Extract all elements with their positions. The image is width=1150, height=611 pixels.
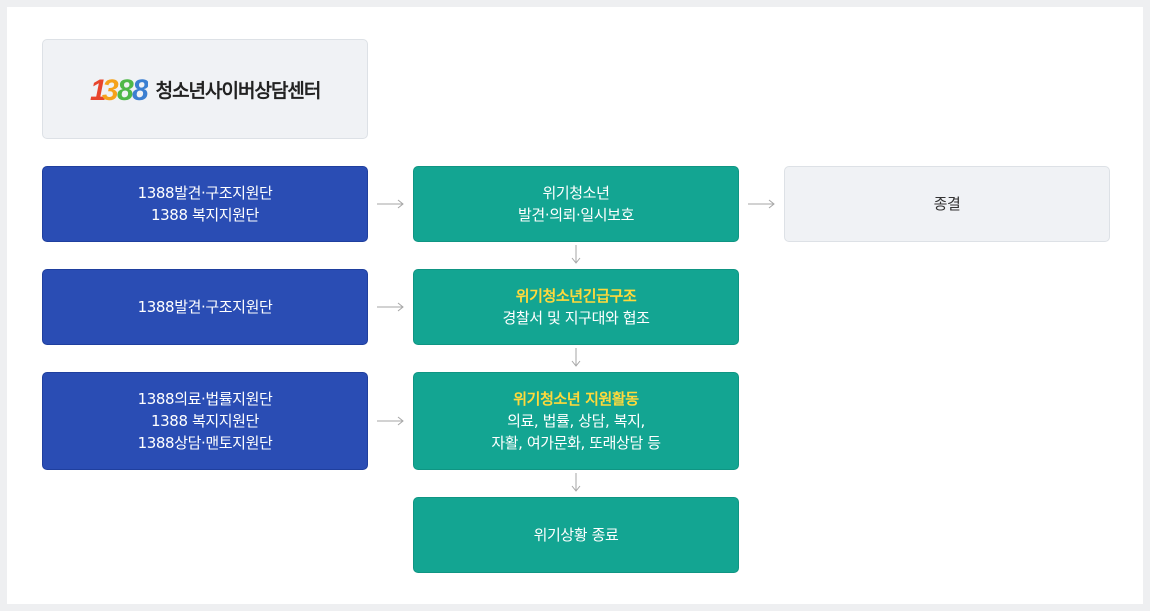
logo-1388-icon: 1 3 8 8 bbox=[90, 74, 148, 106]
arrow-down-icon bbox=[571, 473, 581, 492]
arrow-right-icon bbox=[748, 199, 775, 209]
center-box-3-line-1: 의료, 법률, 상담, 복지, bbox=[507, 412, 645, 430]
center-box-2-line-1: 경찰서 및 지구대와 협조 bbox=[502, 309, 650, 327]
svg-text:1: 1 bbox=[90, 74, 107, 106]
left-box-2: 1388발견·구조지원단 bbox=[42, 269, 368, 345]
arrow-right-icon bbox=[377, 416, 404, 426]
left-box-3-line-3: 1388상담·맨토지원단 bbox=[137, 434, 273, 452]
left-box-1-line-1: 1388발견·구조지원단 bbox=[137, 184, 273, 202]
arrow-down-icon bbox=[571, 245, 581, 264]
svg-text:8: 8 bbox=[132, 74, 148, 106]
arrow-right-icon bbox=[377, 302, 404, 312]
right-box-1: 종결 bbox=[784, 166, 1110, 242]
left-box-3-line-1: 1388의료·법률지원단 bbox=[137, 390, 273, 408]
left-box-1-line-2: 1388 복지지원단 bbox=[151, 206, 259, 224]
left-box-3: 1388의료·법률지원단 1388 복지지원단 1388상담·맨토지원단 bbox=[42, 372, 368, 470]
center-box-2: 위기청소년긴급구조 경찰서 및 지구대와 협조 bbox=[413, 269, 739, 345]
logo-box: 1 3 8 8 청소년사이버상담센터 bbox=[42, 39, 368, 139]
right-box-1-line-1: 종결 bbox=[933, 195, 961, 213]
center-box-2-title: 위기청소년긴급구조 bbox=[515, 287, 637, 305]
center-box-3: 위기청소년 지원활동 의료, 법률, 상담, 복지, 자활, 여가문화, 또래상… bbox=[413, 372, 739, 470]
left-box-1: 1388발견·구조지원단 1388 복지지원단 bbox=[42, 166, 368, 242]
center-box-1-line-1: 발견·의뢰·일시보호 bbox=[518, 206, 634, 224]
svg-text:3: 3 bbox=[102, 74, 119, 106]
svg-text:8: 8 bbox=[117, 74, 134, 106]
center-box-3-line-2: 자활, 여가문화, 또래상담 등 bbox=[491, 434, 661, 452]
left-box-3-line-2: 1388 복지지원단 bbox=[151, 412, 259, 430]
arrow-down-icon bbox=[571, 348, 581, 367]
center-box-4-line-1: 위기상황 종료 bbox=[533, 526, 619, 544]
left-box-2-line-1: 1388발견·구조지원단 bbox=[137, 298, 273, 316]
center-box-3-title: 위기청소년 지원활동 bbox=[513, 390, 639, 408]
center-box-4: 위기상황 종료 bbox=[413, 497, 739, 573]
center-box-1-title: 위기청소년 bbox=[542, 184, 610, 202]
logo-org-name: 청소년사이버상담센터 bbox=[155, 79, 322, 102]
arrow-right-icon bbox=[377, 199, 404, 209]
center-box-1: 위기청소년 발견·의뢰·일시보호 bbox=[413, 166, 739, 242]
